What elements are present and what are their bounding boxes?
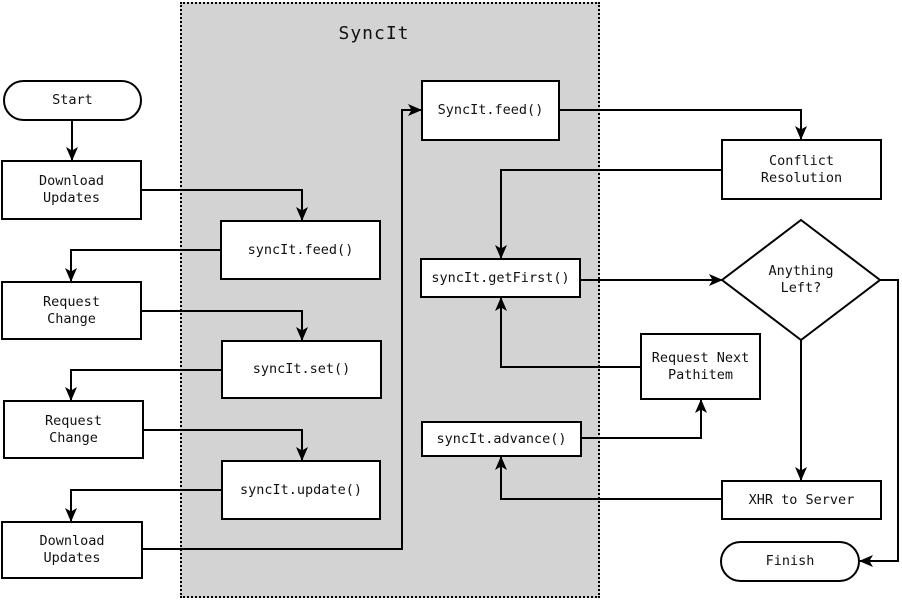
node-download-updates-1: Download Updates [1, 160, 142, 220]
edge-xhr-to-server-to-syncit-advance [495, 456, 721, 500]
edge-syncit-update-to-download-updates-2 [65, 489, 221, 522]
edge-request-change-2-to-syncit-update [144, 429, 308, 461]
node-syncit-getfirst: syncIt.getFirst() [420, 258, 581, 298]
node-syncit-feed-upper: SyncIt.feed() [421, 80, 560, 141]
node-syncit-advance: syncIt.advance() [421, 421, 582, 457]
node-anything-left-label: Anything Left? [768, 263, 834, 296]
edge-download-updates-1-to-syncit-feed-lower [142, 189, 308, 221]
node-start: Start [3, 80, 142, 121]
node-syncit-set: syncIt.set() [221, 340, 382, 399]
anything-left-diamond [720, 218, 882, 342]
edge-request-change-1-to-syncit-set [142, 310, 308, 341]
edge-download-updates-2-to-syncit-feed-upper [143, 104, 422, 550]
edge-syncit-feed-lower-to-request-change-1 [65, 249, 220, 282]
edge-syncit-feed-upper-to-conflict-resolution [560, 109, 807, 140]
node-syncit-update: syncIt.update() [221, 460, 381, 520]
node-download-updates-2: Download Updates [1, 521, 143, 579]
node-syncit-feed-lower: syncIt.feed() [220, 220, 381, 280]
node-request-next-pathitem: Request Next Pathitem [640, 333, 761, 400]
node-request-change-2: Request Change [3, 400, 144, 459]
node-xhr-to-server: XHR to Server [721, 480, 882, 520]
node-conflict-resolution: Conflict Resolution [721, 139, 882, 200]
panel-title: SyncIt [338, 23, 410, 44]
edge-anything-left-to-finish [859, 279, 899, 567]
edge-syncit-set-to-request-change-2 [65, 369, 221, 401]
edge-syncit-advance-to-request-next-pathitem [582, 399, 707, 439]
node-finish: Finish [720, 541, 860, 582]
node-request-change-1: Request Change [1, 281, 142, 340]
edge-conflict-resolution-to-syncit-getfirst [495, 169, 721, 259]
edge-request-next-pathitem-to-syncit-getfirst [495, 297, 640, 368]
